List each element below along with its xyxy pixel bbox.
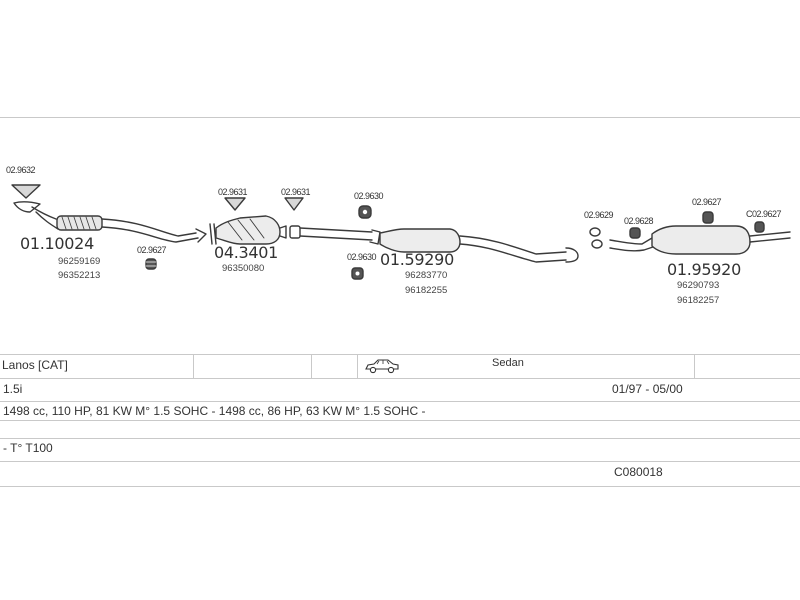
oem-number: 96290793 xyxy=(677,280,719,291)
accessory-number: 02.9627 xyxy=(137,245,167,255)
top-border xyxy=(0,117,800,118)
oem-number: 96182255 xyxy=(405,285,447,296)
flange-gasket-icon xyxy=(224,197,246,211)
production-period: 01/97 - 05/00 xyxy=(612,382,683,396)
front-pipe-drawing xyxy=(13,201,207,243)
table-rule xyxy=(0,354,800,355)
rubber-hanger-icon xyxy=(351,267,364,280)
vehicle-model: Lanos [CAT] xyxy=(2,358,68,372)
engine-specifications: 1498 cc, 110 HP, 81 KW M° 1.5 SOHC - 149… xyxy=(3,404,426,418)
accessory-number: 02.9629 xyxy=(584,210,614,220)
catalytic-converter-drawing xyxy=(209,215,287,245)
vehicle-body-type: Sedan xyxy=(492,357,524,369)
vehicle-engine: 1.5i xyxy=(3,382,23,396)
type-code: - T° T100 xyxy=(3,441,53,455)
flange-gasket-icon xyxy=(284,197,304,211)
accessory-number: 02.9628 xyxy=(624,216,654,226)
rubber-hanger-icon xyxy=(629,227,641,239)
rubber-hanger-icon xyxy=(358,205,372,219)
rubber-hanger-icon xyxy=(754,221,765,233)
accessory-number: 02.9632 xyxy=(6,165,36,175)
accessory-number: 02.9630 xyxy=(347,252,377,262)
table-rule xyxy=(0,486,800,487)
rear-silencer-drawing xyxy=(609,225,791,255)
sealing-ring-icon xyxy=(591,239,603,249)
accessory-number: C02.9627 xyxy=(746,209,782,219)
accessory-number: 02.9631 xyxy=(218,187,248,197)
table-rule xyxy=(0,401,800,402)
oem-number: 96283770 xyxy=(405,270,447,281)
table-rule xyxy=(0,461,800,462)
sealing-ring-icon xyxy=(589,227,601,237)
table-divider xyxy=(193,354,194,378)
part-number-catalytic-converter: 04.3401 xyxy=(214,243,278,262)
oem-number: 96182257 xyxy=(677,295,719,306)
accessory-number: 02.9630 xyxy=(354,191,384,201)
accessory-number: 02.9631 xyxy=(281,187,311,197)
oem-number: 96350080 xyxy=(222,263,264,274)
part-number-front-pipe: 01.10024 xyxy=(20,234,94,253)
exhaust-system-diagram: 01.10024 96259169 96352213 04.3401 96350… xyxy=(6,165,791,306)
rubber-hanger-icon xyxy=(145,258,157,270)
sedan-car-icon xyxy=(365,359,399,374)
rubber-hanger-icon xyxy=(702,211,714,224)
table-rule xyxy=(0,420,800,421)
table-rule xyxy=(0,438,800,439)
table-divider xyxy=(311,354,312,378)
flange-gasket-icon xyxy=(11,184,41,199)
table-divider xyxy=(357,354,358,378)
part-number-middle-silencer: 01.59290 xyxy=(380,250,454,269)
part-number-rear-silencer: 01.95920 xyxy=(667,260,741,279)
table-divider xyxy=(694,354,695,378)
table-rule xyxy=(0,378,800,379)
middle-silencer-drawing xyxy=(289,225,579,263)
accessory-number: 02.9627 xyxy=(692,197,722,207)
oem-number: 96259169 xyxy=(58,256,100,267)
oem-number: 96352213 xyxy=(58,270,100,281)
system-code: C080018 xyxy=(614,465,663,479)
